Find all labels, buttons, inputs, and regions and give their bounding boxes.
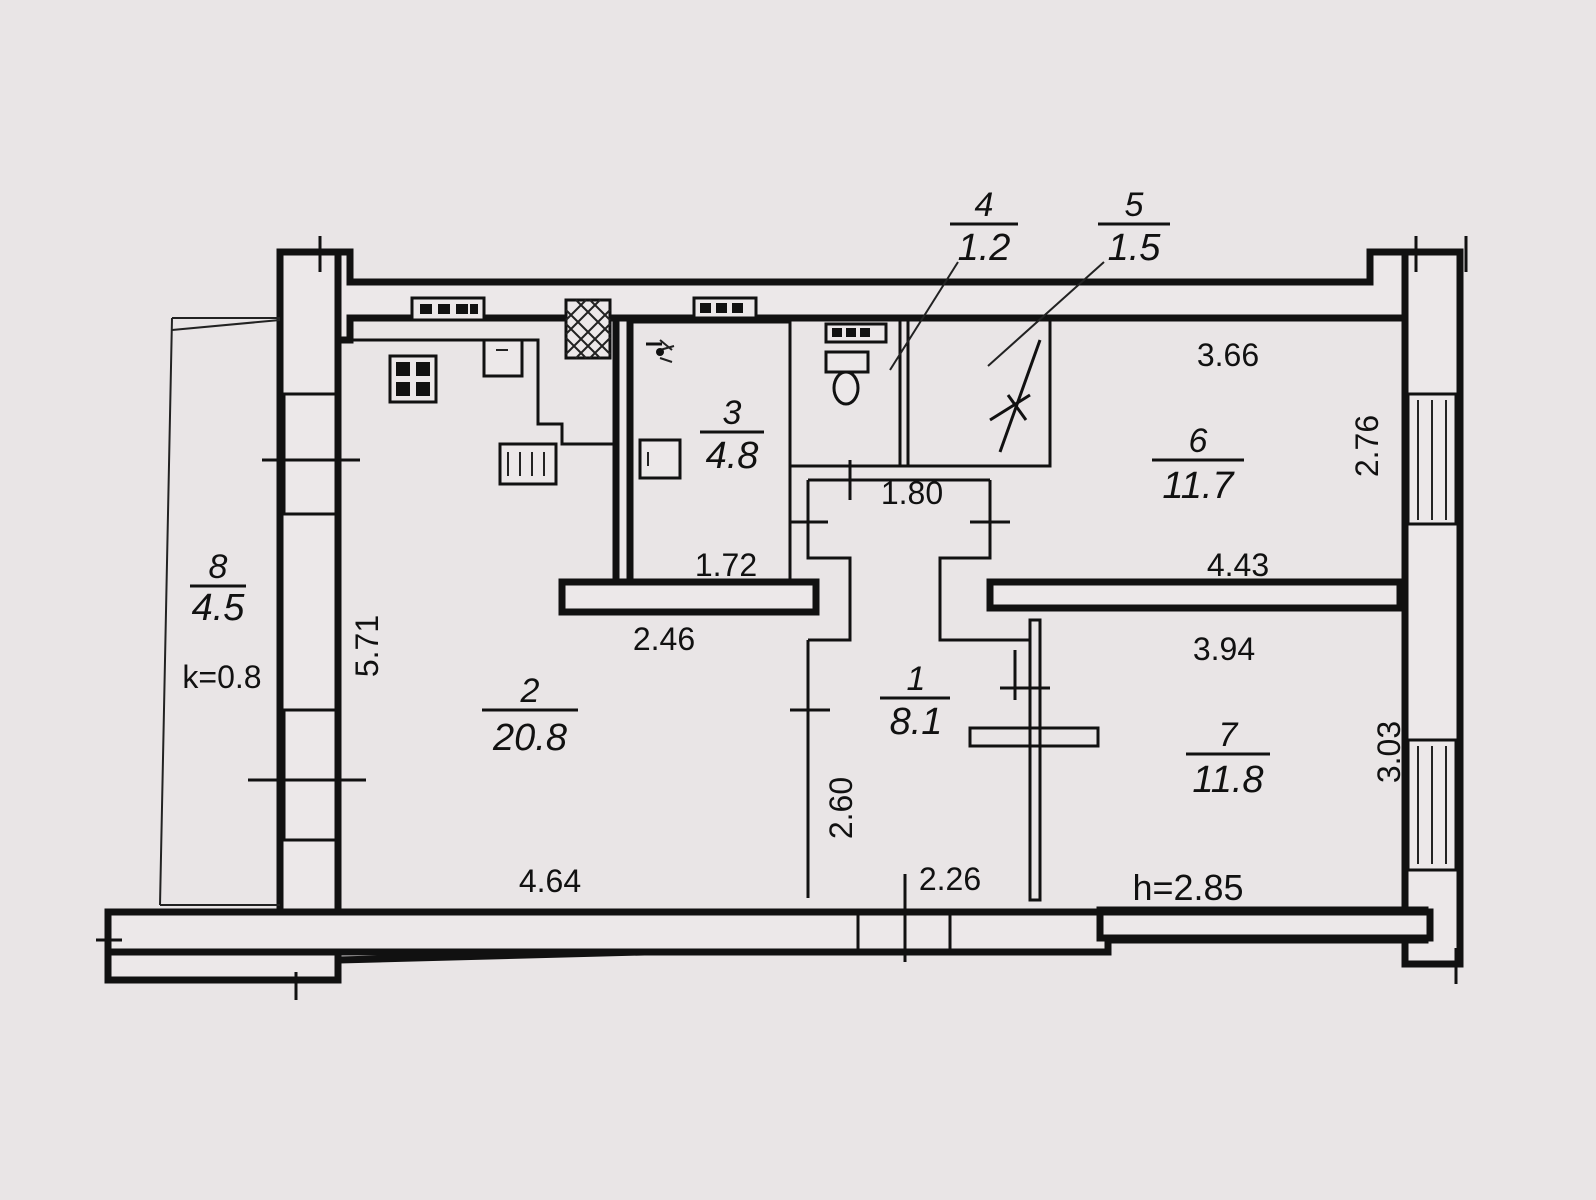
- dimension-label: 3.94: [1193, 631, 1255, 667]
- radiator-icon: [410, 296, 486, 322]
- water-heater-icon: [498, 442, 558, 486]
- room-area: 11.7: [1162, 465, 1235, 507]
- stove-icon: [388, 354, 438, 404]
- room-label-5: 5 1.5: [1098, 186, 1170, 269]
- radiator-icon: [692, 296, 758, 320]
- sink-icon: [482, 338, 524, 378]
- room-area: 4.8: [706, 435, 759, 477]
- dimension-label: 2.76: [1349, 415, 1385, 477]
- room-area: 1.5: [1108, 227, 1162, 269]
- room-number: 5: [1125, 186, 1144, 224]
- dimension-label: 4.43: [1207, 547, 1269, 583]
- room-number: 3: [723, 394, 742, 432]
- room-label-1: 1 8.1: [880, 660, 950, 743]
- room-label-8: 8 4.5: [190, 548, 246, 629]
- dimension-label: 3.03: [1371, 721, 1407, 783]
- room-area: 4.5: [192, 587, 246, 629]
- dimension-label: 3.66: [1197, 337, 1259, 373]
- room-number: 2: [520, 672, 540, 710]
- room-label-2: 2 20.8: [482, 672, 578, 759]
- toilet-icon: [824, 350, 870, 406]
- room-number: 8: [209, 548, 228, 586]
- room-number: 6: [1189, 422, 1208, 460]
- room-label-6: 6 11.7: [1152, 422, 1244, 507]
- dimension-label: 2.60: [823, 777, 859, 839]
- room-area: 1.2: [958, 227, 1011, 269]
- outer-walls: [104, 248, 1464, 984]
- left-windows: [248, 392, 366, 842]
- room-area: 20.8: [492, 717, 567, 759]
- dimensions: 3.66 2.76 1.80 1.72 4.43 2.46 3.94 5.71 …: [349, 337, 1407, 899]
- shower-icon: [646, 339, 675, 363]
- room-area: 11.8: [1192, 759, 1263, 801]
- dimension-label: 4.64: [519, 863, 581, 899]
- room-number: 7: [1219, 716, 1239, 754]
- balcony-coefficient: k=0.8: [182, 659, 261, 695]
- pantry-shelf: [998, 339, 1042, 453]
- washbasin-icon: [638, 438, 682, 480]
- room-number: 1: [907, 660, 926, 698]
- dimension-label: 1.80: [881, 475, 943, 511]
- balcony: [159, 317, 281, 906]
- dimension-label: 1.72: [695, 547, 757, 583]
- right-windows: [1406, 392, 1458, 872]
- ventilation-grid-icon: [564, 298, 612, 360]
- room-leaders: [889, 261, 1105, 371]
- room-area: 8.1: [890, 701, 943, 743]
- room-number: 4: [975, 186, 994, 224]
- wall-end-marks: [96, 236, 1468, 1000]
- dimension-label: 5.71: [349, 615, 385, 677]
- room-label-3: 3 4.8: [700, 394, 764, 477]
- room-label-7: 7 11.8: [1186, 716, 1270, 801]
- radiator-icon: [824, 322, 888, 344]
- room-label-4: 4 1.2: [950, 186, 1018, 269]
- notes: k=0.8 h=2.85: [182, 659, 1243, 908]
- ceiling-height: h=2.85: [1132, 867, 1243, 908]
- dimension-label: 2.26: [919, 861, 981, 897]
- dimension-label: 2.46: [633, 621, 695, 657]
- interior-walls: [350, 314, 1404, 902]
